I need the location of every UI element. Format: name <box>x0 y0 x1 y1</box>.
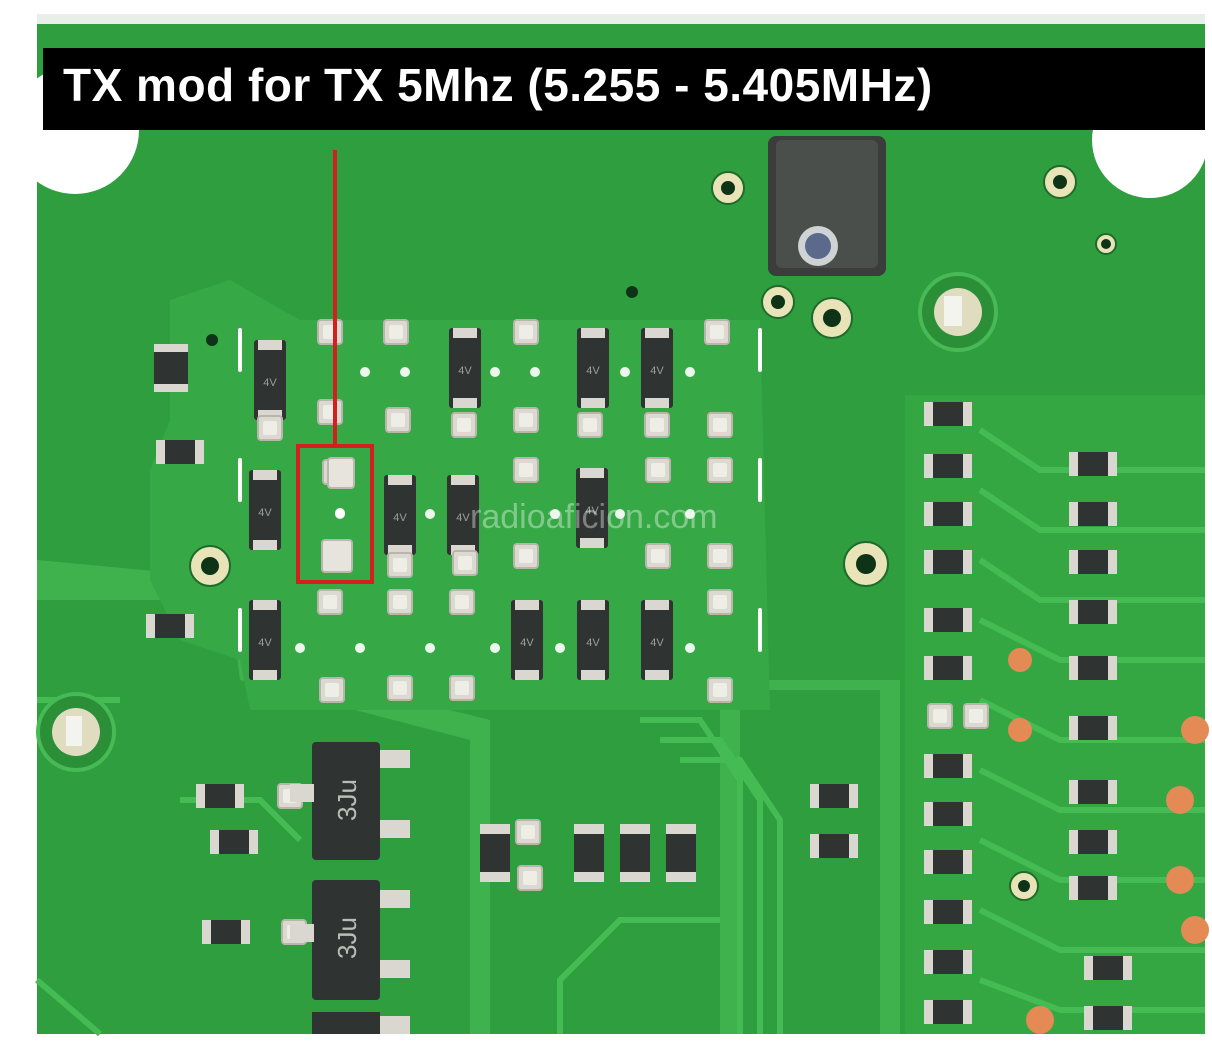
banner-title: TX mod for TX 5Mhz (5.255 - 5.405MHz) <box>63 59 933 111</box>
watermark: radioaficion.com <box>470 498 718 536</box>
chip-marking-upper: 3Ju <box>332 779 362 821</box>
mod-highlight <box>296 150 374 584</box>
title-banner: TX mod for TX 5Mhz (5.255 - 5.405MHz) <box>43 48 1205 130</box>
chip-marking-lower: 3Ju <box>332 917 362 959</box>
